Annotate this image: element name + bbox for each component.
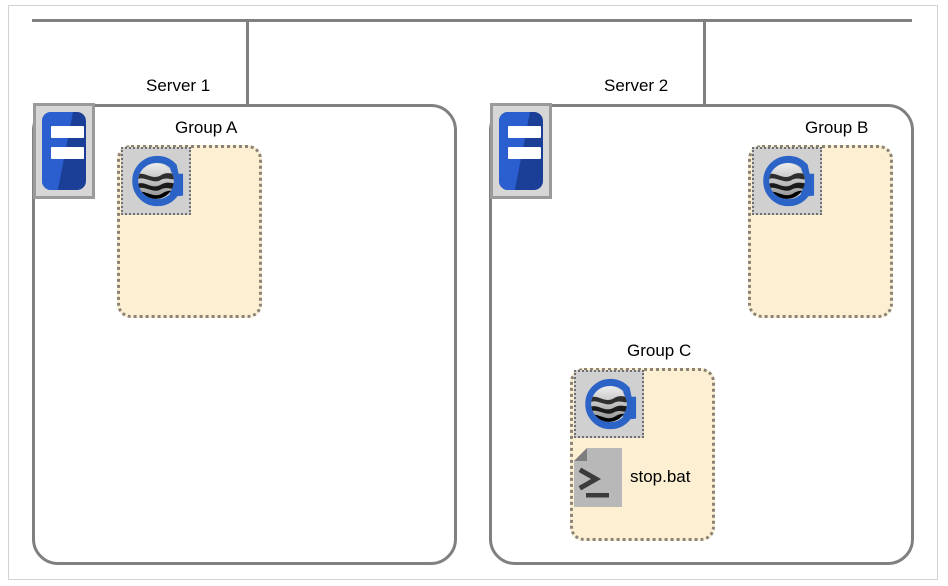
top-rail-horizontal xyxy=(32,19,912,22)
group-b-glassfish-icon[interactable] xyxy=(752,147,822,215)
server-1-rail-vertical xyxy=(246,19,249,105)
group-b-label: Group B xyxy=(805,118,869,137)
server-icon-bar-bottom xyxy=(51,147,84,159)
server-2-machine-icon[interactable] xyxy=(490,103,552,199)
group-c-glassfish-icon[interactable] xyxy=(574,370,644,438)
server-2-rail-vertical xyxy=(703,19,706,105)
stop-bat-file-icon[interactable] xyxy=(574,448,622,507)
page-border xyxy=(8,5,938,580)
group-a-label: Group A xyxy=(175,118,238,137)
server-1-machine-icon[interactable] xyxy=(33,103,95,199)
stop-bat-file-label: stop.bat xyxy=(630,467,691,486)
server-1-label: Server 1 xyxy=(146,76,211,95)
server-icon-bar-top xyxy=(51,126,84,138)
server-icon-body xyxy=(42,112,86,190)
server-icon-body xyxy=(499,112,543,190)
server-icon-bar-bottom xyxy=(508,147,541,159)
server-icon-bar-top xyxy=(508,126,541,138)
server-2-label: Server 2 xyxy=(604,76,669,95)
group-a-glassfish-icon[interactable] xyxy=(121,147,191,215)
group-c-label: Group C xyxy=(627,341,692,360)
